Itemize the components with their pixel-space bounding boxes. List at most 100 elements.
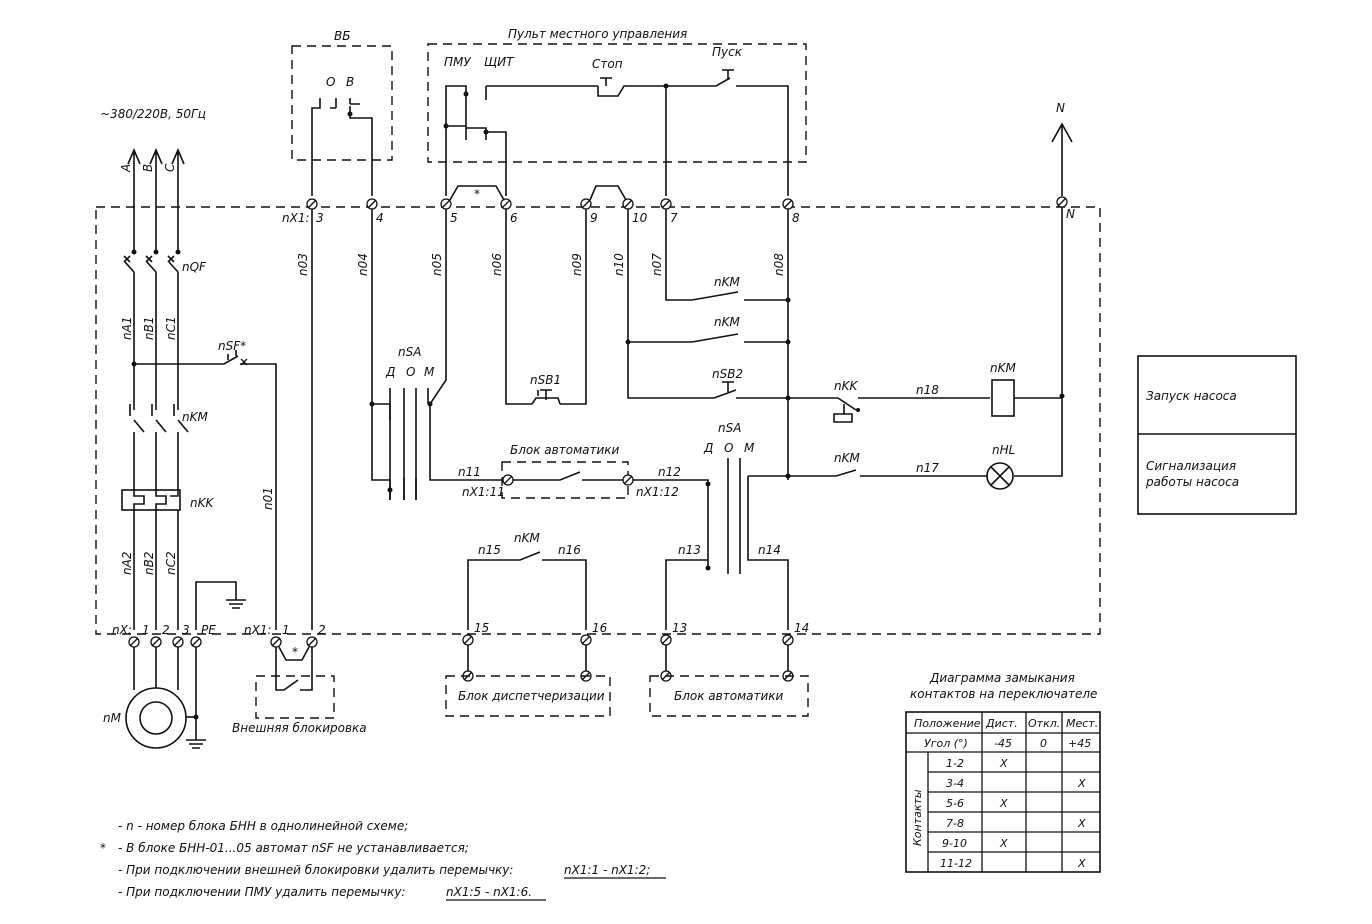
term-14: 14 bbox=[794, 621, 809, 635]
wire-n17: n17 bbox=[916, 461, 939, 475]
term-16: 16 bbox=[592, 621, 608, 635]
th-dist: Дист. bbox=[985, 717, 1018, 730]
phase-b-label: B bbox=[141, 164, 155, 172]
nsb1-label: nSB1 bbox=[530, 373, 561, 387]
coil-nkm-label: nKM bbox=[990, 361, 1016, 375]
neutral-label: N bbox=[1056, 101, 1065, 115]
wire-nc2: nC2 bbox=[164, 551, 178, 575]
top-jumper-star: * bbox=[474, 187, 480, 201]
x12-label: nX1:12 bbox=[636, 485, 679, 499]
shchit-label: ЩИТ bbox=[484, 55, 515, 69]
breaker-nsf bbox=[131, 350, 277, 630]
wire-n16: n16 bbox=[558, 543, 581, 557]
wire-n13: n13 bbox=[678, 543, 701, 557]
x11-label: nX1:11 bbox=[462, 485, 505, 499]
nx-num-2: 2 bbox=[162, 623, 170, 637]
term-n: N bbox=[1066, 207, 1075, 221]
term-6: 6 bbox=[510, 211, 518, 225]
row-1-2: 1-2 bbox=[946, 757, 964, 770]
legend-launch: Запуск насоса bbox=[1146, 389, 1237, 403]
control-wires bbox=[311, 209, 838, 630]
legend-signal-1: Сигнализация bbox=[1146, 459, 1236, 473]
term-15: 15 bbox=[474, 621, 489, 635]
breaker-nqf bbox=[123, 249, 181, 410]
contact-table-grid bbox=[905, 711, 1101, 873]
pusk-label: Пуск bbox=[712, 45, 743, 59]
nsf-label: nSF* bbox=[218, 339, 246, 353]
neutral-line bbox=[1014, 122, 1073, 477]
wire-nb1: nB1 bbox=[142, 317, 156, 340]
note-4-b: nX1:5 - nX1:6. bbox=[446, 885, 532, 899]
nsa2-d: Д bbox=[703, 441, 713, 455]
nsa1-label: nSA bbox=[398, 345, 421, 359]
wire-n14: n14 bbox=[758, 543, 781, 557]
row-11-12-mest: X bbox=[1077, 857, 1086, 870]
top-terminal-row bbox=[306, 185, 1068, 210]
row-3-4-mest: X bbox=[1077, 777, 1086, 790]
th-otkl: Откл. bbox=[1028, 717, 1060, 730]
pmu-label: ПМУ bbox=[444, 55, 471, 69]
wire-n18: n18 bbox=[916, 383, 939, 397]
wire-n05: n05 bbox=[430, 253, 444, 276]
row-5-6-dist: X bbox=[999, 797, 1008, 810]
vb-v: В bbox=[346, 75, 354, 89]
wire-n15: n15 bbox=[478, 543, 501, 557]
thermal-relay-nkk bbox=[121, 489, 181, 630]
wire-n10: n10 bbox=[612, 253, 626, 276]
pmu-title: Пульт местного управления bbox=[508, 27, 687, 41]
wire-na2: nA2 bbox=[120, 552, 134, 575]
inner-block-label: Блок автоматики bbox=[510, 443, 620, 457]
pmu-wiring bbox=[443, 69, 789, 196]
nx1-bottom-1: 1 bbox=[282, 623, 290, 637]
dispatch-contact-nkm bbox=[467, 551, 587, 630]
wire-n11: n11 bbox=[458, 465, 481, 479]
external-blocking-label: Внешняя блокировка bbox=[232, 721, 367, 735]
terminals-nx bbox=[128, 636, 202, 648]
th-position: Положение bbox=[914, 717, 981, 730]
term-10: 10 bbox=[632, 211, 648, 225]
wire-nc1: nC1 bbox=[164, 316, 178, 340]
coil-nkm bbox=[991, 379, 1062, 417]
legend-box bbox=[1137, 355, 1297, 515]
row-7-8: 7-8 bbox=[946, 817, 964, 830]
row-11-12: 11-12 bbox=[940, 857, 972, 870]
angle-mest: +45 bbox=[1068, 737, 1091, 750]
button-nsb2 bbox=[713, 381, 737, 399]
wire-na1: nA1 bbox=[120, 317, 134, 340]
wire-n08: n08 bbox=[772, 253, 786, 276]
phase-arrows bbox=[127, 147, 185, 250]
term-7: 7 bbox=[670, 211, 678, 225]
wire-nb2: nB2 bbox=[142, 552, 156, 575]
note-2: - В блоке БНН-01...05 автомат nSF не уст… bbox=[118, 841, 469, 855]
contactor-nkm-main bbox=[129, 404, 189, 490]
phase-a-label: A bbox=[119, 164, 133, 173]
nx1-bottom-star: * bbox=[292, 645, 298, 659]
row-9-10: 9-10 bbox=[942, 837, 967, 850]
note-3-a: - При подключении внешней блокировки уда… bbox=[118, 863, 513, 877]
external-blocking-block bbox=[255, 647, 335, 719]
wire-n09: n09 bbox=[570, 253, 584, 276]
row-7-8-mest: X bbox=[1077, 817, 1086, 830]
thermal-contact-nkk bbox=[833, 397, 990, 423]
wire-n01: n01 bbox=[261, 487, 275, 510]
motor-label: nM bbox=[103, 711, 122, 725]
term-9: 9 bbox=[590, 211, 598, 225]
inner-automation-block bbox=[501, 461, 711, 499]
wire-n12: n12 bbox=[658, 465, 681, 479]
nx1-bottom-prefix: nX1: bbox=[244, 623, 272, 637]
angle-label: Угол (°) bbox=[924, 737, 968, 750]
dispatch-block bbox=[445, 645, 611, 717]
row-9-10-dist: X bbox=[999, 837, 1008, 850]
button-nsb1 bbox=[531, 389, 561, 405]
row-5-6: 5-6 bbox=[946, 797, 964, 810]
nx-prefix: nX: bbox=[112, 623, 132, 637]
note-2-star: * bbox=[100, 841, 106, 855]
term-3: 3 bbox=[316, 211, 324, 225]
note-4-a: - При подключении ПМУ удалить перемычку: bbox=[118, 885, 405, 899]
nqf-label: nQF bbox=[182, 260, 207, 274]
nkm-contact-1-label: nKM bbox=[714, 275, 740, 289]
angle-otkl: 0 bbox=[1040, 737, 1047, 750]
nkm-contact-4-label: nKM bbox=[514, 531, 540, 545]
table-title-2: контактов на переключателе bbox=[910, 687, 1097, 701]
